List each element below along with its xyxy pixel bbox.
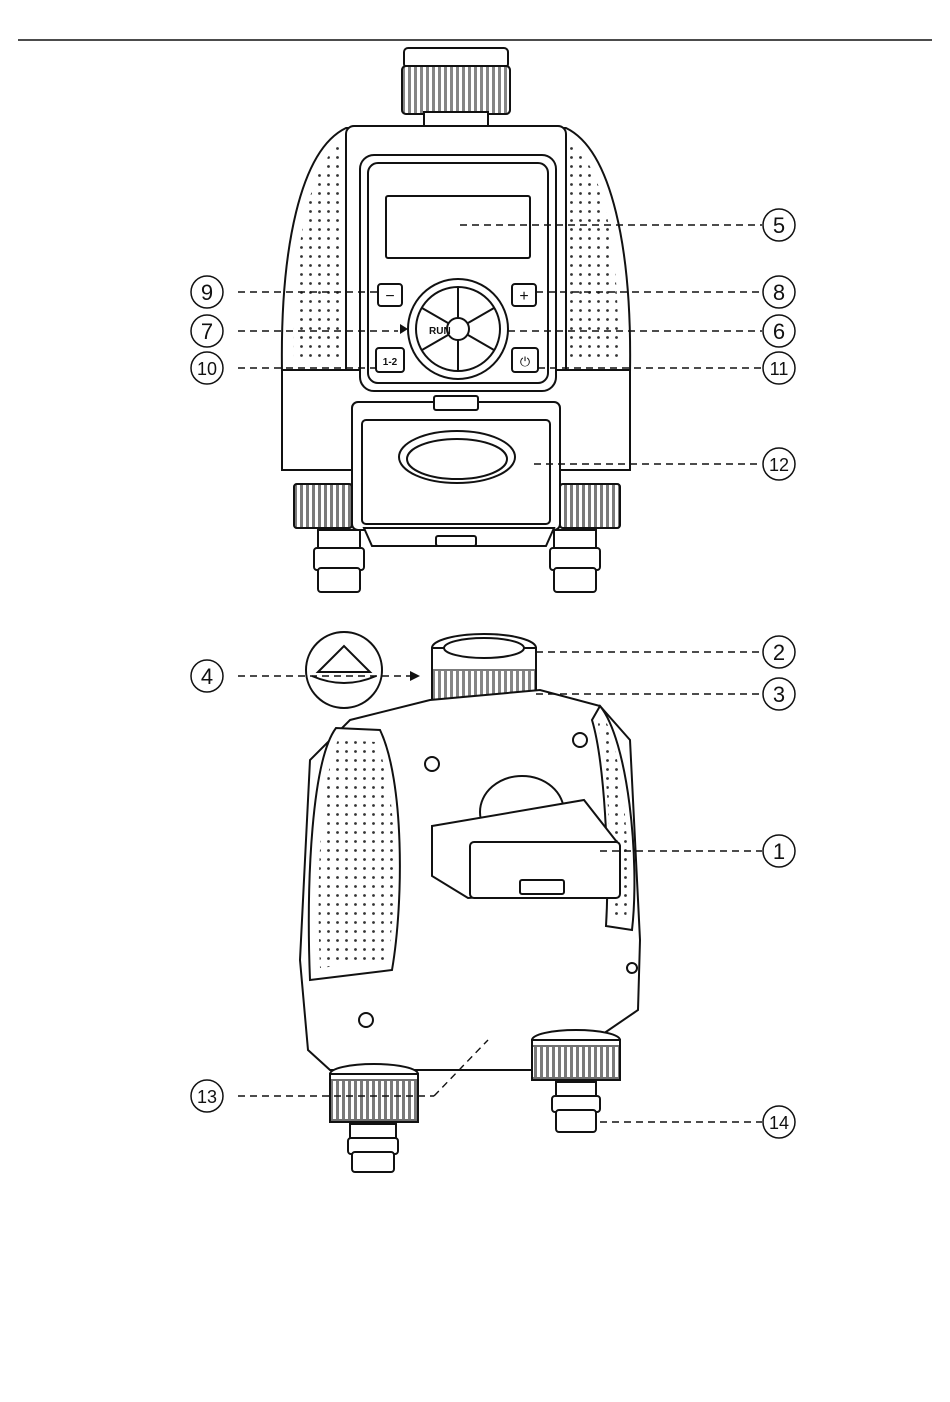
callout-c13: 13 [191, 1080, 223, 1112]
callout-label: 1 [773, 839, 785, 864]
channel-button[interactable]: 1-2 [376, 348, 404, 372]
minus-button[interactable]: − [378, 284, 402, 306]
callout-c2: 2 [763, 636, 795, 668]
power-button-symbol: ⏻ [520, 354, 530, 369]
minus-button-symbol: − [385, 288, 394, 305]
callout-label: 14 [769, 1113, 789, 1133]
dial-run-label: RUN [429, 326, 451, 337]
power-button[interactable]: ⏻ [512, 348, 538, 372]
callout-c6: 6 [763, 315, 795, 347]
callout-c10: 10 [191, 352, 223, 384]
plus-button[interactable]: + [512, 284, 536, 306]
timer-front-view: − + 1-2 ⏻ RUN [282, 48, 630, 592]
callout-label: 12 [769, 455, 789, 475]
callout-c1: 1 [763, 835, 795, 867]
callout-label: 2 [773, 640, 785, 665]
callout-c4: 4 [191, 660, 223, 692]
callout-label: 4 [201, 664, 213, 689]
callout-c5: 5 [763, 209, 795, 241]
callout-c3: 3 [763, 678, 795, 710]
indicator-arrow-icon [410, 671, 420, 681]
callout-c14: 14 [763, 1106, 795, 1138]
callout-c8: 8 [763, 276, 795, 308]
callout-label: 5 [773, 213, 785, 238]
timer-rear-view [300, 632, 640, 1172]
callout-label: 13 [197, 1087, 217, 1107]
battery-compartment [352, 396, 560, 546]
callout-c11: 11 [763, 352, 795, 384]
callout-label: 3 [773, 682, 785, 707]
top-inlet-nut [402, 48, 510, 128]
lcd-display [386, 196, 530, 258]
right-outlet [550, 484, 620, 592]
callout-c12: 12 [763, 448, 795, 480]
callout-label: 7 [201, 319, 213, 344]
callout-label: 11 [770, 359, 789, 379]
callout-label: 10 [197, 359, 217, 379]
callout-label: 6 [773, 319, 785, 344]
callout-c7: 7 [191, 315, 223, 347]
callout-label: 9 [201, 280, 213, 305]
callout-label: 8 [773, 280, 785, 305]
outlet-a [330, 1064, 418, 1172]
callout-c9: 9 [191, 276, 223, 308]
channel-button-label: 1-2 [383, 357, 398, 368]
tighten-indicator [306, 632, 382, 708]
outlet-b [532, 1030, 620, 1132]
plus-button-symbol: + [519, 288, 528, 305]
